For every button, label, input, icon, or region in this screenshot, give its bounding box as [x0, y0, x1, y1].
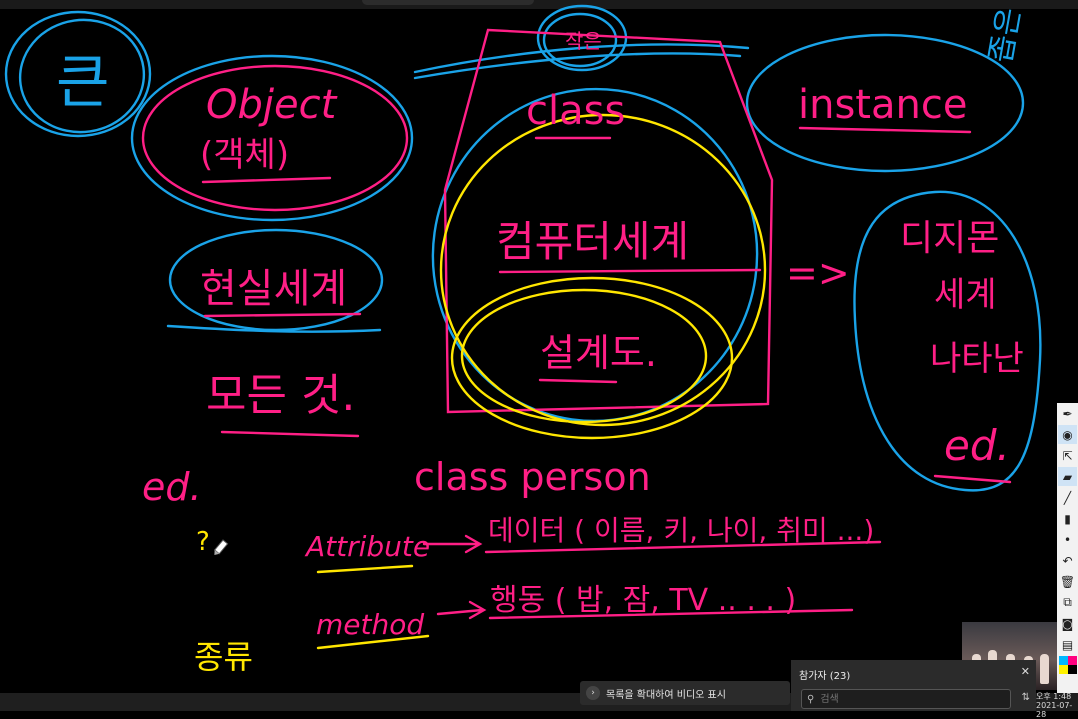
object-title: Object — [206, 82, 338, 128]
digital-world-line-3: 나타난 — [930, 339, 1024, 379]
attribute-value: 데이터 ( 이름, 키, 나이, 취미 ...) — [488, 514, 874, 547]
page-icon[interactable]: ▤ — [1061, 637, 1074, 652]
pencil-cursor-icon — [213, 539, 229, 555]
select-icon[interactable]: ⇱ — [1062, 448, 1073, 463]
color-swatch-cyan[interactable] — [1058, 656, 1068, 665]
copy-icon[interactable]: ⧉ — [1063, 595, 1072, 609]
undo-icon[interactable]: ↶ — [1062, 553, 1073, 568]
camera-notch — [362, 0, 534, 5]
color-swatch-yellow[interactable] — [1058, 665, 1068, 674]
example-label: ed. — [142, 465, 202, 509]
eraser-icon[interactable]: ▰ — [1058, 467, 1077, 486]
blueprint-label: 설계도. — [540, 331, 657, 375]
highlighter-icon[interactable]: ▮ — [1064, 511, 1071, 526]
method-label: method — [316, 608, 424, 641]
object-subtitle: (객체) — [200, 135, 289, 175]
clock-time: 오후 1:48 — [1036, 692, 1072, 701]
instance-example: ed. — [944, 421, 1010, 470]
object-pink-circle — [141, 64, 409, 212]
big-label: 큰 — [56, 48, 109, 116]
object-blue-circle — [130, 54, 414, 222]
sort-icon[interactable]: ⇅ — [1021, 692, 1030, 703]
pen-icon[interactable]: ✒ — [1062, 406, 1073, 421]
drawing-toolbar: ✒ ◉ ⇱ ▰ ╱ ▮ • ↶ 🗑 ⧉ ◙ ▤ — [1057, 403, 1078, 693]
digital-world-line-2: 세계 — [934, 275, 997, 315]
blueprint-circle-2 — [460, 288, 708, 424]
dot-icon[interactable]: • — [1063, 532, 1072, 547]
method-value: 행동 ( 밥, 잠, TV .. . . ) — [490, 583, 796, 618]
class-rectangle — [443, 28, 774, 414]
color-palette — [1058, 656, 1077, 674]
participants-panel: 참가자 (23) ✕ ⚲ ⇅ — [791, 660, 1036, 711]
color-swatch-black[interactable] — [1067, 665, 1077, 674]
participants-title: 참가자 (23) — [799, 671, 851, 682]
real-world-label: 현실세계 — [200, 266, 347, 312]
search-icon: ⚲ — [807, 693, 815, 705]
real-world-circle — [168, 228, 384, 332]
trash-icon[interactable]: 🗑 — [1059, 574, 1076, 589]
computer-world-label: 컴퓨터세계 — [496, 217, 689, 266]
system-clock: 오후 1:48 2021-07-28 — [1036, 692, 1078, 719]
question-label: ? — [196, 527, 210, 557]
expand-list-hint[interactable]: › 목록을 확대하여 비디오 표시 — [580, 681, 790, 705]
expand-hint-label: 목록을 확대하여 비디오 표시 — [606, 689, 726, 701]
attribute-label: Attribute — [304, 530, 430, 563]
small-label: 작은 — [565, 29, 602, 53]
class-person-label: class person — [414, 455, 651, 499]
search-input[interactable] — [818, 692, 993, 706]
small-circle-2 — [542, 12, 618, 68]
everything-label: 모든 것. — [206, 370, 355, 421]
digital-world-line-1: 디지몬 — [900, 218, 999, 259]
big-circle-2 — [18, 18, 146, 134]
eye-icon[interactable]: ◉ — [1058, 425, 1077, 444]
participant-search: ⚲ — [801, 689, 1011, 709]
arrow-label: => — [786, 251, 850, 295]
clock-date: 2021-07-28 — [1036, 701, 1073, 719]
instance-blue-circle — [745, 33, 1025, 173]
class-blue-circle — [431, 87, 759, 423]
big-circle — [4, 10, 152, 138]
ruler-icon[interactable]: ╱ — [1063, 490, 1072, 505]
instance-title: instance — [798, 82, 967, 128]
instance-digital-circle — [853, 190, 1042, 492]
color-swatch-magenta[interactable] — [1067, 656, 1077, 665]
class-title: class — [526, 88, 625, 134]
top-bar — [0, 0, 1078, 9]
chevron-right-icon[interactable]: › — [586, 686, 600, 700]
tiny-label: 좁은 — [984, 5, 1028, 65]
computer-world-circle — [439, 113, 767, 427]
close-icon[interactable]: ✕ — [1020, 665, 1030, 678]
camera-icon[interactable]: ◙ — [1061, 616, 1074, 631]
blueprint-circle — [450, 276, 734, 440]
kinds-label: 종류 — [194, 638, 253, 676]
